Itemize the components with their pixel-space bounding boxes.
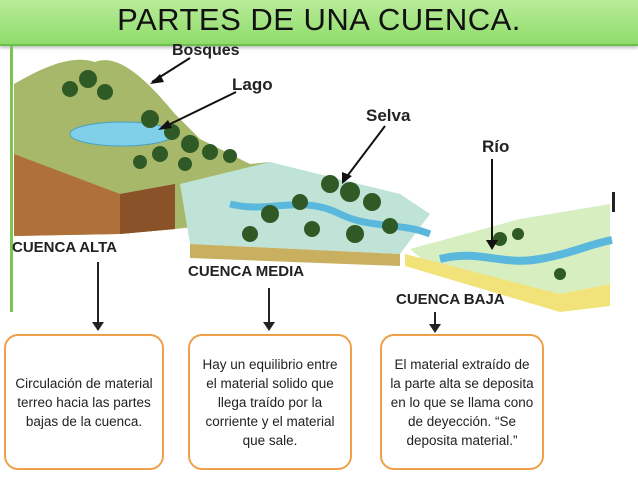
label-cuenca-baja: CUENCA BAJA (396, 291, 505, 308)
lower-basin-edge (405, 254, 610, 312)
label-cuenca-media: CUENCA MEDIA (188, 263, 304, 280)
description-upper-text: Circulación de material terreo hacia las… (15, 375, 153, 429)
title-bar: PARTES DE UNA CUENCA. (0, 0, 638, 46)
middle-river (229, 200, 432, 238)
arrow-cuenca-media-head (263, 322, 275, 331)
selva-pointer (344, 125, 386, 180)
description-box-upper: Circulación de material terreo hacia las… (4, 334, 164, 470)
description-lower-text: El material extraído de la parte alta se… (390, 356, 534, 448)
lower-river (439, 236, 613, 265)
lowland-trees (493, 228, 566, 280)
arrow-cuenca-baja-head (429, 324, 441, 333)
jungle-trees (242, 175, 398, 243)
description-box-middle: Hay un equilibrio entre el material soli… (188, 334, 352, 470)
label-rio: Río (482, 137, 509, 156)
lago-pointer (161, 91, 237, 129)
arrow-cuenca-alta (97, 262, 99, 324)
lago-pointer-head (158, 120, 172, 130)
label-cuenca-alta: CUENCA ALTA (12, 239, 117, 256)
bosques-pointer-head (150, 74, 164, 84)
label-lago: Lago (232, 75, 273, 94)
middle-basin-side (190, 244, 400, 266)
arrow-cuenca-alta-head (92, 322, 104, 331)
arrow-cuenca-baja (434, 312, 436, 326)
selva-pointer-head (342, 172, 352, 184)
upper-basin-cliff (120, 184, 175, 234)
upper-forest (62, 70, 237, 171)
description-box-lower: El material extraído de la parte alta se… (380, 334, 544, 470)
arrow-cuenca-media (268, 288, 270, 324)
right-tick-mark (612, 192, 615, 212)
description-middle-text: Hay un equilibrio entre el material soli… (202, 356, 338, 448)
lake (69, 121, 175, 147)
page-title: PARTES DE UNA CUENCA. (117, 2, 521, 37)
rio-pointer-head (486, 240, 498, 250)
label-selva: Selva (366, 106, 411, 125)
basin-illustration: Bosques Lago Selva Río CUENCA ALTA CUENC… (12, 44, 613, 312)
label-bosques: Bosques (172, 44, 240, 59)
left-divider (10, 46, 13, 312)
